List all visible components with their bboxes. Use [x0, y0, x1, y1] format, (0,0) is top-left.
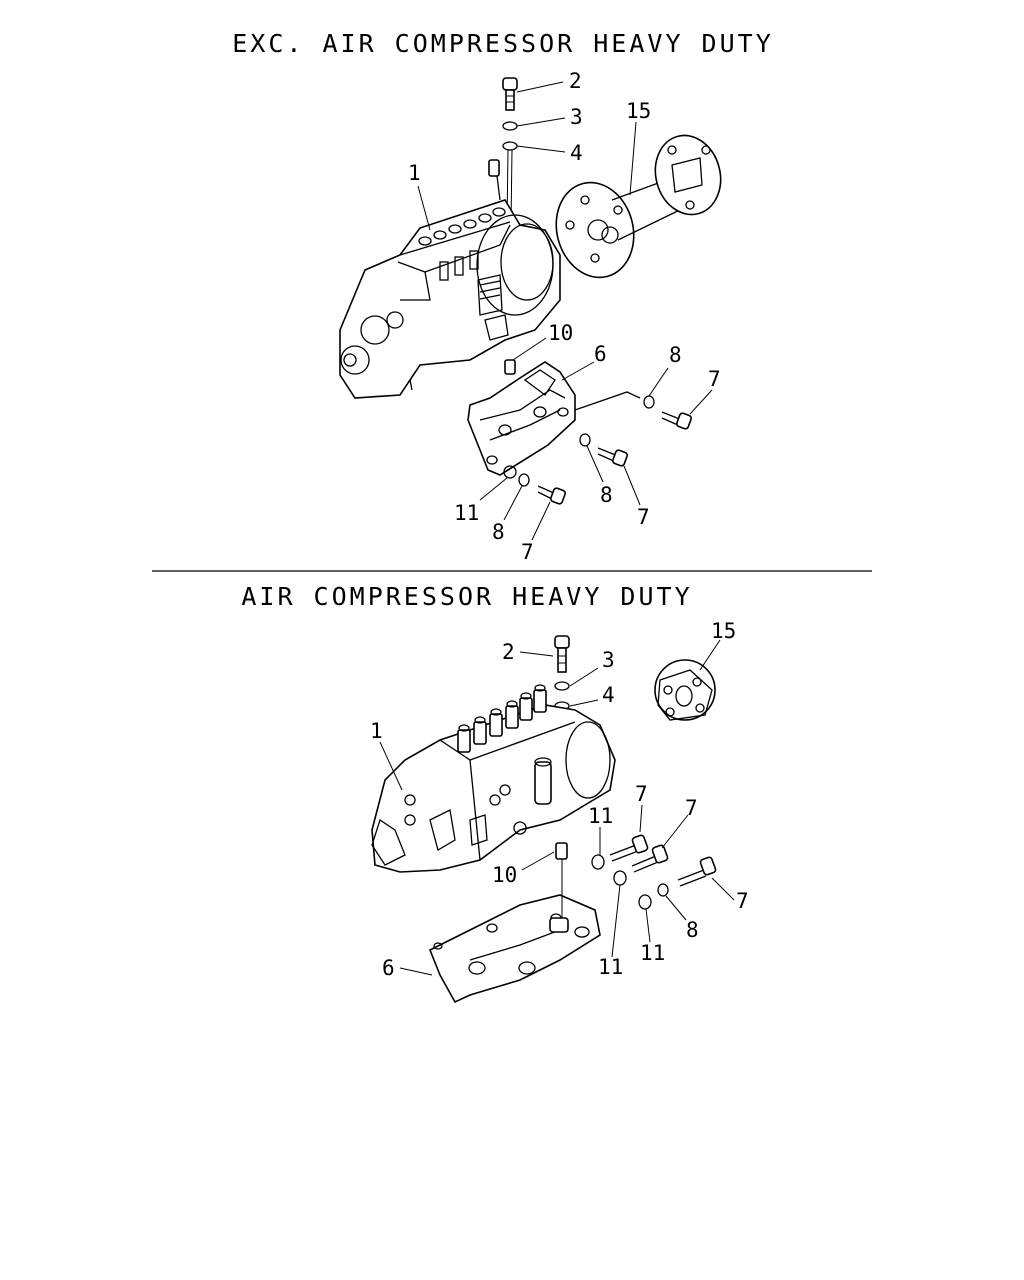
callout-b-7a: 7: [635, 782, 648, 806]
callout-8b: 8: [600, 483, 613, 507]
callout-b-2: 2: [502, 640, 515, 664]
callout-10: 10: [548, 321, 573, 345]
callout-b-6: 6: [382, 956, 395, 980]
washer-8b-part: [579, 433, 591, 447]
callout-15: 15: [626, 99, 651, 123]
bolt-7a-part: [661, 411, 692, 430]
callout-b-10: 10: [492, 863, 517, 887]
bolt-2b-part: [554, 635, 570, 673]
washer-8a-part: [643, 395, 655, 409]
washer-8c-part: [518, 473, 530, 487]
bolt-7f-part: [677, 856, 717, 887]
washer-11b-part: [613, 870, 627, 886]
callout-b-4: 4: [602, 683, 615, 707]
section-title-top: EXC. AIR COMPRESSOR HEAVY DUTY: [232, 29, 774, 58]
callout-11: 11: [454, 501, 479, 525]
washer-3-part: [502, 121, 518, 131]
injection-pump-1-part: [339, 159, 561, 399]
callout-b-15: 15: [711, 619, 736, 643]
dowel-10-part: [504, 359, 516, 375]
callout-b-8: 8: [686, 918, 699, 942]
callout-7a: 7: [708, 367, 721, 391]
bolt-7b-part: [597, 447, 628, 467]
injection-pump-1b-part: [371, 684, 616, 873]
section-title-bottom: AIR COMPRESSOR HEAVY DUTY: [241, 582, 692, 611]
callout-8a: 8: [669, 343, 682, 367]
callout-1: 1: [408, 161, 421, 185]
callout-b-3: 3: [602, 648, 615, 672]
bracket-6b-part: [428, 894, 601, 1004]
coupling-15b-part: [654, 659, 716, 721]
callout-b-1: 1: [370, 719, 383, 743]
washer-4-part: [502, 141, 518, 151]
callout-8c: 8: [492, 520, 505, 544]
callout-b-7b: 7: [685, 796, 698, 820]
bolt-7c-part: [537, 485, 566, 505]
bolt-2-part: [502, 77, 518, 111]
callout-2: 2: [569, 69, 582, 93]
bottom-assembly-drawing: 2 3 4 15 1 7 7 11 10 7 8 11 11 6: [370, 619, 749, 1004]
top-assembly-drawing: 2 3 4 15 1 10 6 8 7 8 7 11 8 7: [339, 69, 722, 564]
callout-3: 3: [570, 105, 583, 129]
bracket-6-part: [467, 361, 641, 476]
callout-b-11c: 11: [640, 941, 665, 965]
callout-4: 4: [570, 141, 583, 165]
coupling-15-part: [555, 134, 722, 279]
washer-3b-part: [554, 681, 570, 691]
callout-b-11a: 11: [588, 804, 613, 828]
washer-11a-part: [591, 854, 605, 870]
callout-b-7c: 7: [736, 889, 749, 913]
dowel-10b-part: [555, 842, 568, 860]
washer-8d-part: [657, 883, 669, 897]
washer-11-part: [503, 465, 517, 479]
callout-6: 6: [594, 342, 607, 366]
washer-11c-part: [638, 894, 652, 910]
bolt-7d-part: [609, 834, 649, 862]
bolt-7e-part: [631, 844, 669, 873]
callout-7c: 7: [521, 540, 534, 564]
callout-7b: 7: [637, 505, 650, 529]
callout-b-11b: 11: [598, 955, 623, 979]
